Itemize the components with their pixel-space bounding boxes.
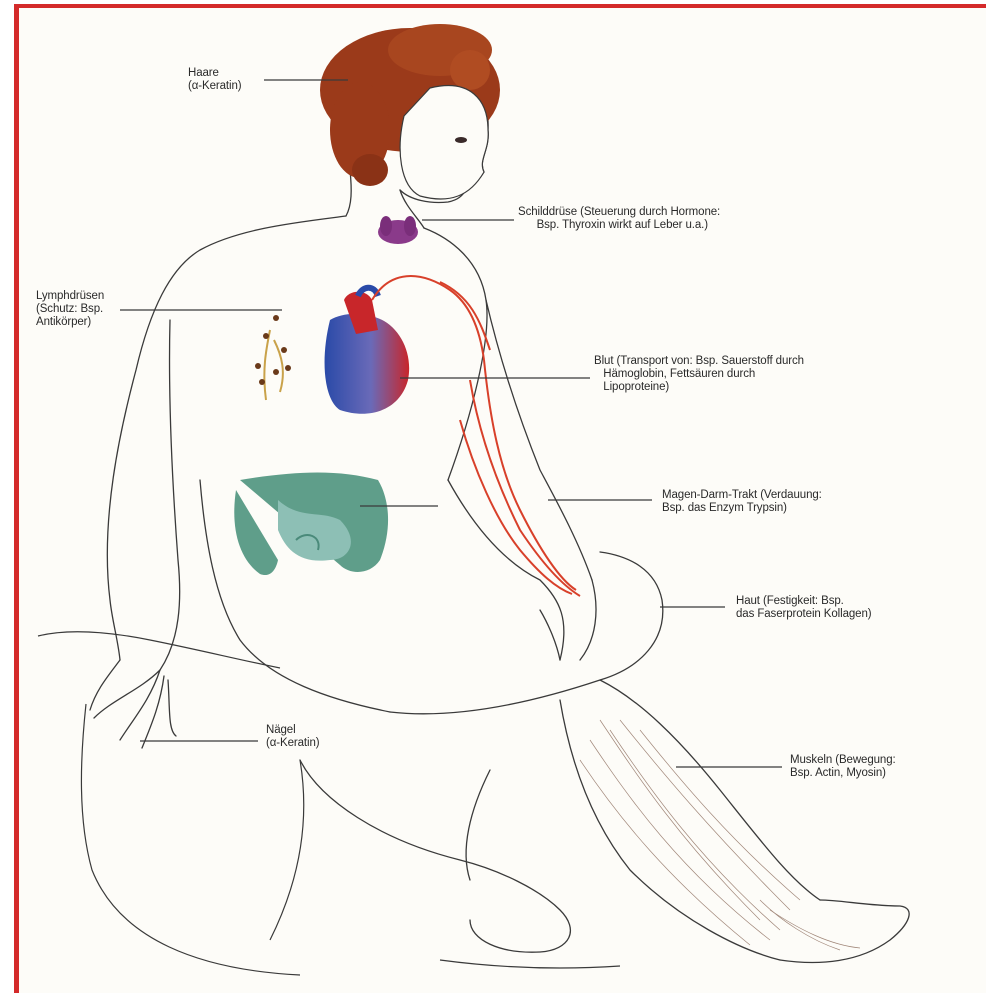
label-haut-line1: Haut (Festigkeit: Bsp. xyxy=(736,595,844,607)
label-magen-line2: Bsp. das Enzym Trypsin) xyxy=(662,502,787,514)
heart-illustration xyxy=(325,288,410,414)
label-muskeln: Muskeln (Bewegung: Bsp. Actin, Myosin) xyxy=(790,754,896,780)
label-haare-line1: Haare xyxy=(188,67,219,79)
body-outline xyxy=(90,68,909,962)
label-lymphdruesen-line1: Lymphdrüsen xyxy=(36,290,104,302)
label-haut: Haut (Festigkeit: Bsp. das Faserprotein … xyxy=(736,595,871,621)
label-schilddruese-line2: Bsp. Thyroxin wirkt auf Leber u.a.) xyxy=(537,219,708,231)
label-lymphdruesen: Lymphdrüsen (Schutz: Bsp. Antikörper) xyxy=(36,290,104,329)
label-blut-line3: Lipoproteine) xyxy=(603,381,669,393)
label-muskeln-line1: Muskeln (Bewegung: xyxy=(790,754,896,766)
label-schilddruese: Schilddrüse (Steuerung durch Hormone: Bs… xyxy=(518,206,720,232)
label-naegel-line2: (α-Keratin) xyxy=(266,737,319,749)
label-naegel-line1: Nägel xyxy=(266,724,296,736)
label-schilddruese-line1: Schilddrüse (Steuerung durch Hormone: xyxy=(518,206,720,218)
label-lymphdruesen-line2: (Schutz: Bsp. xyxy=(36,303,103,315)
label-blut-line1: Blut (Transport von: Bsp. Sauerstoff dur… xyxy=(594,355,804,367)
label-magen-darm-trakt: Magen-Darm-Trakt (Verdauung: Bsp. das En… xyxy=(662,489,822,515)
label-haut-line2: das Faserprotein Kollagen) xyxy=(736,608,871,620)
label-blut: Blut (Transport von: Bsp. Sauerstoff dur… xyxy=(594,355,804,394)
arteries-illustration xyxy=(372,276,580,596)
intestine-illustration xyxy=(234,473,388,576)
thyroid-illustration xyxy=(378,216,418,244)
label-lymphdruesen-line3: Antikörper) xyxy=(36,316,91,328)
label-haare-line2: (α-Keratin) xyxy=(188,80,241,92)
label-muskeln-line2: Bsp. Actin, Myosin) xyxy=(790,767,886,779)
label-naegel: Nägel (α-Keratin) xyxy=(266,724,319,750)
label-haare: Haare (α-Keratin) xyxy=(188,67,241,93)
label-blut-line2: Hämoglobin, Fettsäuren durch xyxy=(603,368,755,380)
label-magen-line1: Magen-Darm-Trakt (Verdauung: xyxy=(662,489,822,501)
lymph-nodes-illustration xyxy=(255,315,291,400)
eye xyxy=(455,137,467,143)
seat-outline xyxy=(38,632,620,975)
